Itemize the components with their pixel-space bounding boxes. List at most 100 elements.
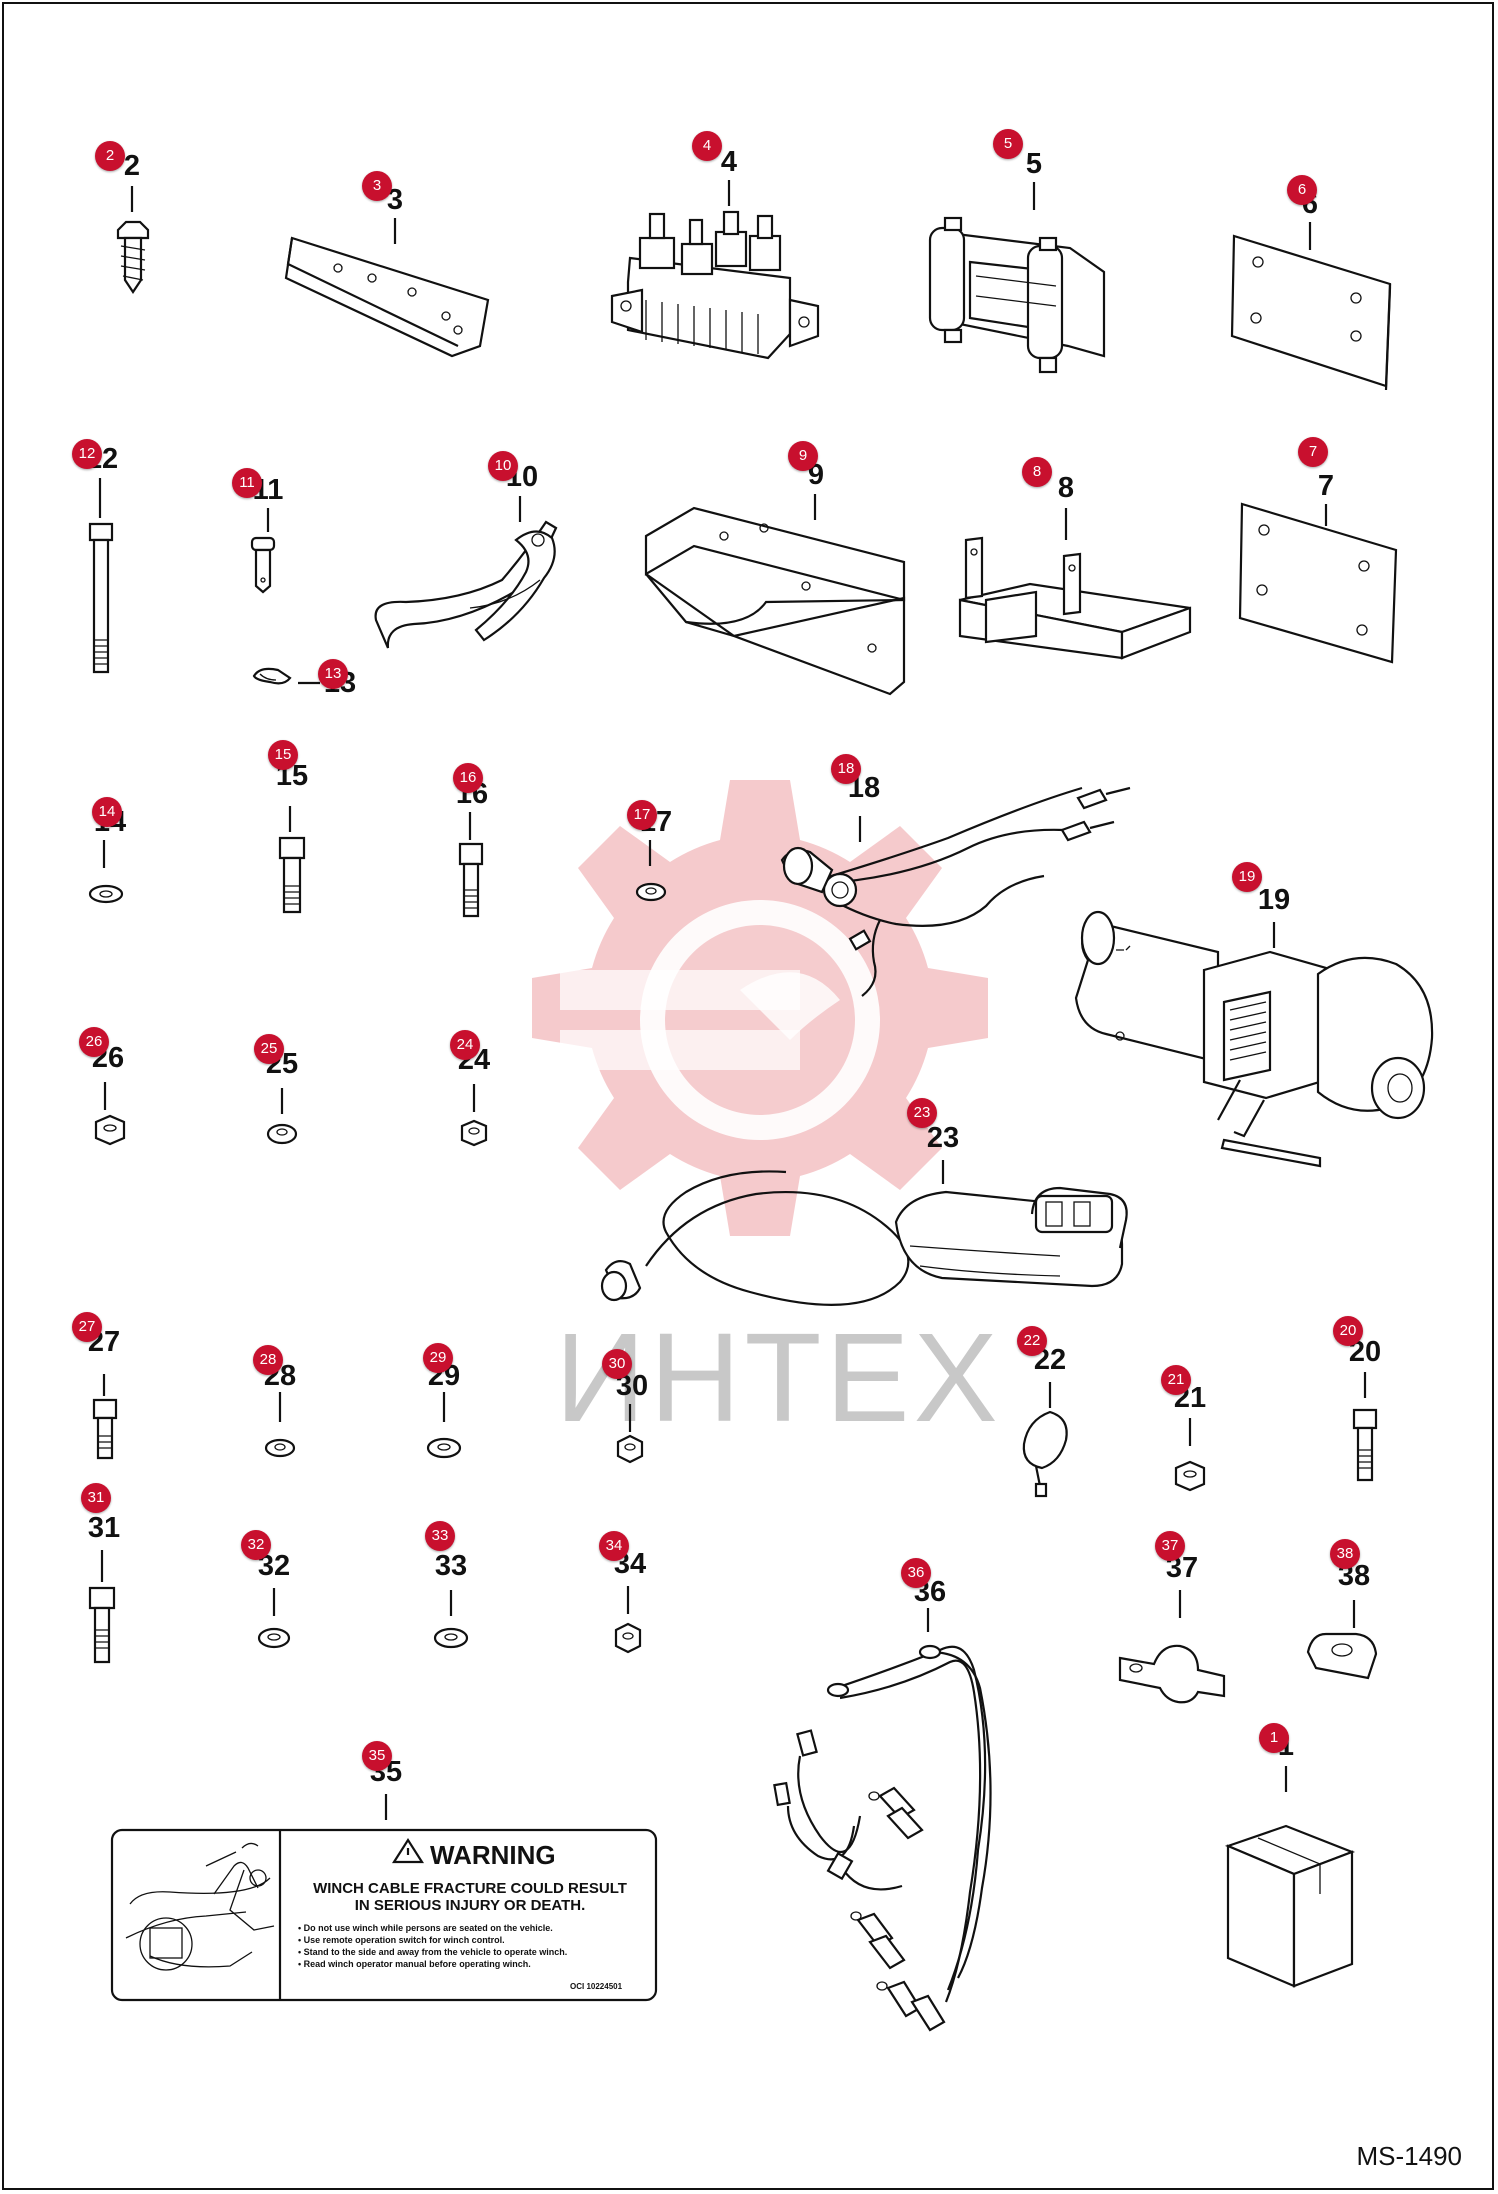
callout-badge[interactable]: 11 (232, 468, 262, 498)
part-23-remote (600, 1170, 1128, 1306)
callout-badge[interactable]: 9 (788, 441, 818, 471)
part-13-cotter-clip (252, 667, 292, 685)
part-label: 33 (434, 1550, 468, 1582)
callout-badge[interactable]: 31 (81, 1483, 111, 1513)
decal-bullet: • Stand to the side and away from the ve… (298, 1947, 568, 1957)
callout-badge[interactable]: 37 (1155, 1531, 1185, 1561)
part-32-washer (257, 1627, 291, 1649)
decal-bullets: • Do not use winch while persons are sea… (298, 1922, 648, 1970)
callout-badge[interactable]: 2 (95, 141, 125, 171)
callout-badge[interactable]: 25 (254, 1034, 284, 1064)
drawing-code: MS-1490 (1356, 2141, 1463, 2171)
part-33-washer (433, 1627, 469, 1649)
callout-badge[interactable]: 21 (1161, 1365, 1191, 1395)
callout-badge[interactable]: 27 (72, 1312, 102, 1342)
part-19-winch (1074, 910, 1434, 1168)
part-24-nut (460, 1119, 488, 1147)
part-25-washer (266, 1123, 298, 1145)
callout-badge[interactable]: 7 (1298, 437, 1328, 467)
part-1-box (1224, 1824, 1356, 1988)
part-30-nut (616, 1434, 644, 1464)
part-35-warning-decal (110, 1828, 658, 2002)
callout-badge[interactable]: 24 (450, 1030, 480, 1060)
part-34-nut (614, 1622, 642, 1654)
part-10-strap (374, 520, 558, 649)
callout-badge[interactable]: 8 (1022, 457, 1052, 487)
part-4-contactor (610, 210, 820, 360)
callout-badge[interactable]: 36 (901, 1558, 931, 1588)
callout-badge[interactable]: 23 (907, 1098, 937, 1128)
decal-headline-line-2: IN SERIOUS INJURY OR DEATH. (354, 1897, 586, 1914)
part-label: 31 (87, 1512, 121, 1544)
part-27-bolt (92, 1398, 118, 1460)
callout-badge[interactable]: 20 (1333, 1316, 1363, 1346)
callout-badge[interactable]: 34 (599, 1531, 629, 1561)
part-9-bracket (644, 506, 906, 696)
part-20-bolt (1352, 1408, 1378, 1482)
callout-badge[interactable]: 35 (362, 1741, 392, 1771)
part-15-bolt (278, 836, 306, 914)
decal-headline: WINCH CABLE FRACTURE COULD RESULT IN SER… (290, 1880, 650, 1914)
callout-badge[interactable]: 5 (993, 129, 1023, 159)
part-label: 2 (123, 150, 141, 182)
part-14-washer (88, 884, 124, 904)
part-label: 7 (1317, 470, 1335, 502)
decal-heading: WARNING (430, 1840, 556, 1870)
callout-badge[interactable]: 3 (362, 171, 392, 201)
callout-badge[interactable]: 38 (1330, 1539, 1360, 1569)
callout-badge[interactable]: 1 (1259, 1723, 1289, 1753)
part-37-clamp (1118, 1644, 1226, 1704)
callout-badge[interactable]: 26 (79, 1027, 109, 1057)
part-8-mounting-bracket (958, 536, 1192, 660)
callout-badge[interactable]: 33 (425, 1521, 455, 1551)
callout-badge[interactable]: 17 (627, 800, 657, 830)
callout-badge[interactable]: 19 (1232, 862, 1262, 892)
part-38-clamp (1306, 1632, 1378, 1680)
part-label: 19 (1257, 884, 1291, 916)
part-28-washer (264, 1438, 296, 1458)
part-22-cable-tie (1022, 1410, 1068, 1498)
callout-badge[interactable]: 14 (92, 797, 122, 827)
decal-part-no: OCI 10224501 (570, 1982, 623, 1991)
part-36-power-harness (773, 1644, 992, 2032)
callout-badge[interactable]: 28 (253, 1345, 283, 1375)
decal-bullet: • Use remote operation switch for winch … (298, 1935, 505, 1945)
part-26-nut (94, 1114, 126, 1146)
callout-badge[interactable]: 30 (602, 1349, 632, 1379)
callout-badge[interactable]: 4 (692, 131, 722, 161)
callout-badge[interactable]: 10 (488, 451, 518, 481)
callout-badge[interactable]: 12 (72, 439, 102, 469)
part-label: 23 (926, 1122, 960, 1154)
decal-bullet: • Read winch operator manual before oper… (298, 1959, 531, 1969)
callout-badge[interactable]: 16 (453, 763, 483, 793)
decal-headline-line-1: WINCH CABLE FRACTURE COULD RESULT (313, 1880, 627, 1897)
part-17-washer (635, 882, 667, 902)
part-31-bolt (88, 1586, 116, 1664)
part-7-backing-plate (1238, 502, 1398, 664)
callout-badge[interactable]: 13 (318, 659, 348, 689)
part-3-bracket-plate (284, 236, 490, 358)
callout-badge[interactable]: 6 (1287, 175, 1317, 205)
callout-badge[interactable]: 22 (1017, 1326, 1047, 1356)
part-11-clevis-pin (250, 536, 276, 594)
part-29-washer (426, 1437, 462, 1459)
part-12-long-bolt (88, 522, 114, 674)
part-18-harness (780, 786, 1131, 997)
part-21-nut (1174, 1460, 1206, 1492)
callout-badge[interactable]: 18 (831, 754, 861, 784)
part-6-backing-plate (1230, 234, 1392, 391)
callout-badge[interactable]: 15 (268, 740, 298, 770)
part-2-screw (116, 220, 150, 294)
part-5-roller-fairlead (928, 216, 1106, 374)
watermark-text: ИНТЕХ (555, 1307, 1002, 1448)
part-label: 8 (1057, 472, 1075, 504)
callout-badge[interactable]: 32 (241, 1530, 271, 1560)
decal-bullet: • Do not use winch while persons are sea… (298, 1923, 553, 1933)
part-label: 5 (1025, 148, 1043, 180)
part-label: 3 (386, 184, 404, 216)
part-16-bolt (458, 842, 484, 918)
callout-badge[interactable]: 29 (423, 1343, 453, 1373)
leader-lines (98, 180, 1367, 1820)
